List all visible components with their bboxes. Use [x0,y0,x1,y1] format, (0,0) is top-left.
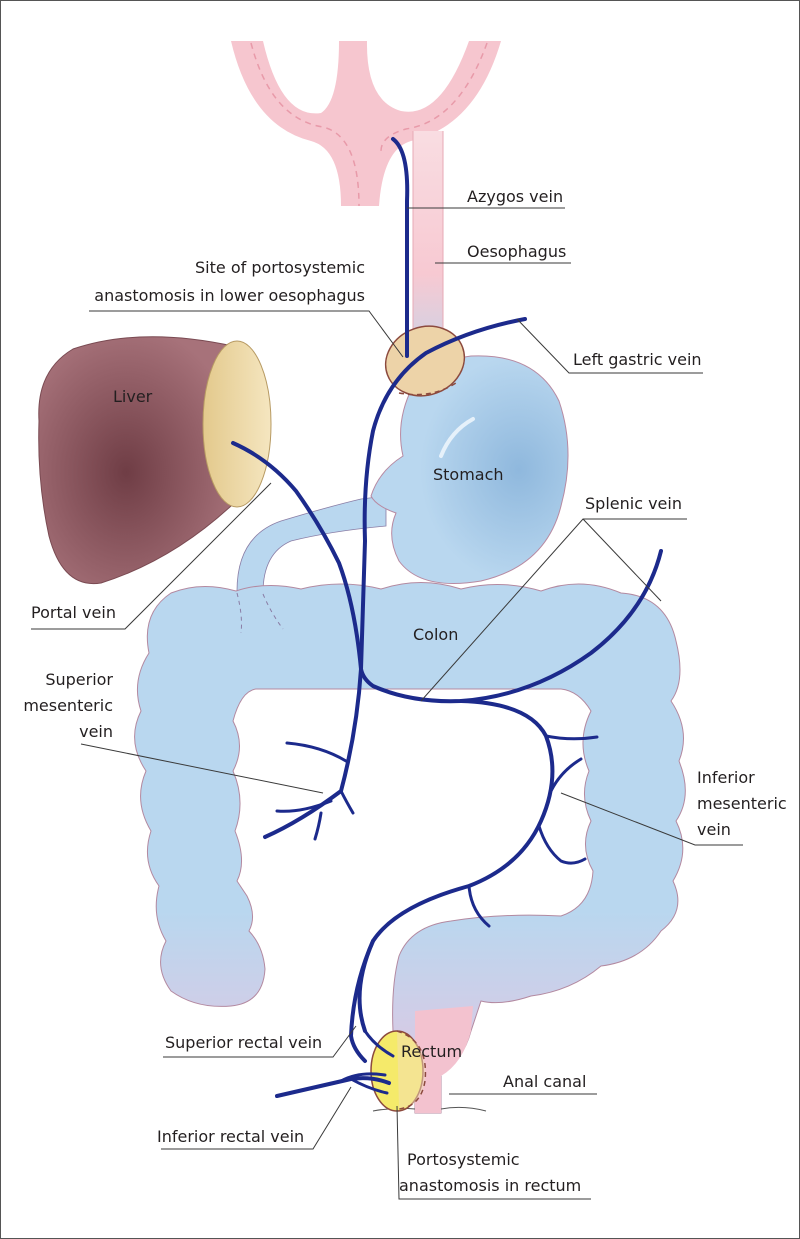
label-rectum-anastomosis-line1: Portosystemic [407,1150,520,1169]
left-gastric-vein-line [359,317,527,671]
label-superior-mesenteric-line1: Superior [45,670,113,689]
colon-shape [134,582,686,1114]
liver-shape [38,336,234,585]
label-inferior-rectal-vein: Inferior rectal vein [157,1127,304,1146]
vein-network [231,137,663,1098]
stomach-shape [370,355,569,584]
label-splenic-vein: Splenic vein [585,494,682,513]
label-superior-rectal-vein: Superior rectal vein [165,1033,322,1052]
azygos-vein-line [391,137,410,358]
label-oesophagus: Oesophagus [467,242,566,261]
splenic-vein-line [359,549,663,704]
label-portal-vein: Portal vein [31,603,116,622]
label-superior-mesenteric-line3: vein [79,722,113,741]
label-site-anastomosis-line1: Site of portosystemic [195,258,365,277]
label-rectum-anastomosis-line2: anastomosis in rectum [399,1176,581,1195]
label-colon: Colon [413,625,458,644]
label-stomach: Stomach [433,465,504,484]
label-inferior-mesenteric-line2: mesenteric [697,794,787,813]
label-anal-canal: Anal canal [503,1072,586,1091]
label-liver: Liver [113,387,153,406]
label-rectum: Rectum [401,1042,462,1061]
label-left-gastric-vein: Left gastric vein [573,350,702,369]
trachea-dashed-midline [250,42,488,207]
label-azygos-vein: Azygos vein [467,187,563,206]
anal-canal-shape [415,1006,473,1113]
portal-vein-line [231,441,363,671]
label-superior-mesenteric-line2: mesenteric [23,696,113,715]
leader-lines [31,207,743,1200]
label-site-anastomosis-line2: anastomosis in lower oesophagus [94,286,365,305]
trachea-shape [231,41,501,206]
label-inferior-mesenteric-line1: Inferior [697,768,755,787]
liver-cut-surface [202,340,272,508]
label-inferior-mesenteric-line3: vein [697,820,731,839]
